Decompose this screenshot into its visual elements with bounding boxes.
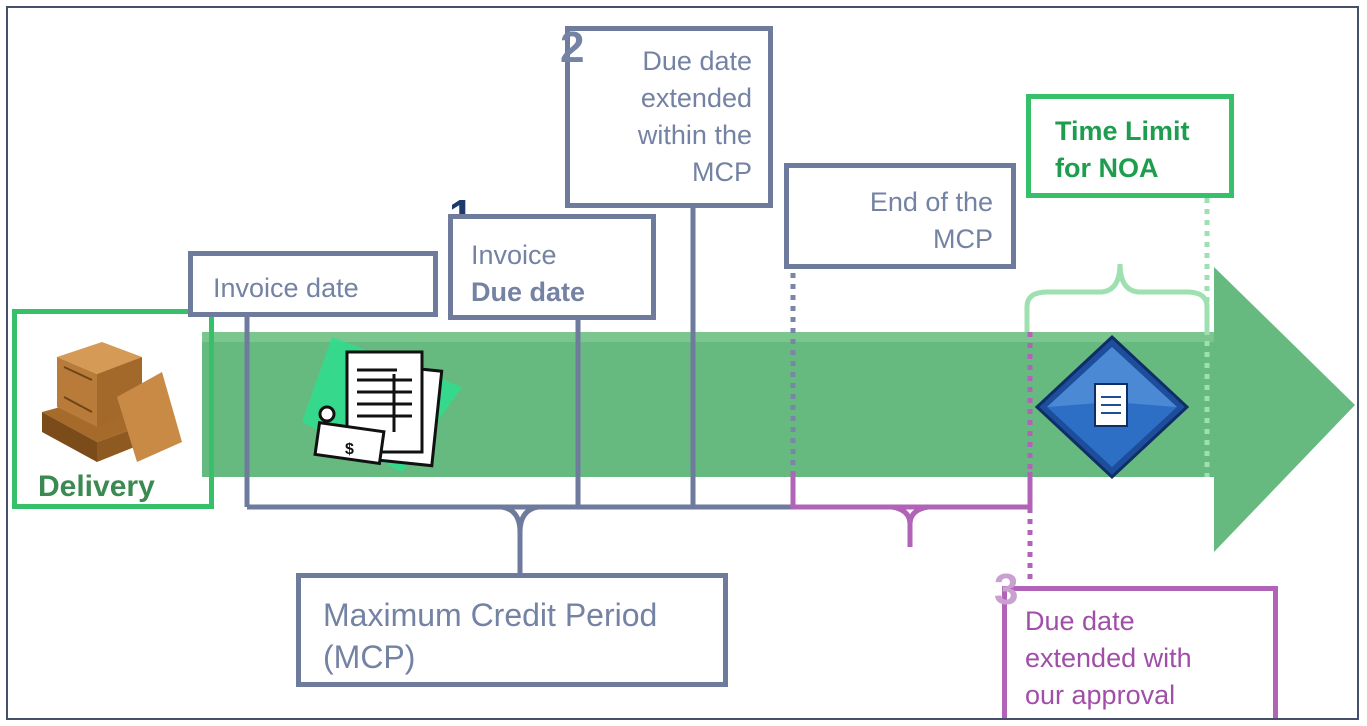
extended-approval-line3: our approval xyxy=(1025,680,1176,710)
delivery-label: Delivery xyxy=(38,470,155,503)
invoice-date-box: Invoice date xyxy=(188,251,438,317)
step-number-3: 3 xyxy=(994,565,1019,614)
end-mcp-box: End of the MCP xyxy=(784,163,1016,269)
time-limit-box: Time Limit for NOA xyxy=(1026,94,1234,198)
extended-within-line1: Due date xyxy=(642,46,752,76)
document-diamond-icon xyxy=(1034,334,1190,480)
mcp-bracket-stem xyxy=(501,504,523,577)
extended-approval-line1: Due date xyxy=(1025,606,1135,636)
due-date-line1: Invoice xyxy=(471,240,557,270)
end-mcp-line1: End of the xyxy=(869,187,993,217)
time-limit-line2: for NOA xyxy=(1055,153,1159,183)
delivery-box xyxy=(12,309,214,509)
time-limit-line1: Time Limit xyxy=(1055,116,1190,146)
extended-approval-box: Due date extended with our approval xyxy=(1002,586,1278,718)
diagram-frame: $ Delivery Invoice date 1 Invoice Due da… xyxy=(6,6,1359,720)
mcp-box: Maximum Credit Period (MCP) xyxy=(296,573,728,687)
step-number-2: 2 xyxy=(560,23,585,72)
due-date-line2: Due date xyxy=(471,277,586,307)
invoice-documents-icon: $ xyxy=(302,337,462,472)
extended-within-box: Due date extended within the MCP xyxy=(565,26,773,208)
mcp-line1: Maximum Credit Period xyxy=(323,597,658,633)
mcp-bracket-stem-right xyxy=(517,504,539,533)
approval-bracket-stem xyxy=(891,504,929,547)
svg-text:$: $ xyxy=(345,441,354,458)
extended-within-line2: extended xyxy=(640,83,752,113)
wooden-crate-icon xyxy=(42,342,182,462)
extended-within-line4: MCP xyxy=(692,157,752,187)
invoice-date-label: Invoice date xyxy=(213,273,359,303)
end-mcp-line2: MCP xyxy=(933,224,993,254)
due-date-box: Invoice Due date xyxy=(448,214,656,320)
timeline-arrow-highlight xyxy=(202,332,1214,342)
extended-approval-line2: extended with xyxy=(1025,643,1192,673)
mcp-line2: (MCP) xyxy=(323,639,416,675)
extended-within-line3: within the xyxy=(637,120,752,150)
timeline-graphic: $ xyxy=(42,187,1355,582)
noa-bracket xyxy=(1024,263,1210,332)
approval-bracket xyxy=(790,472,1033,510)
